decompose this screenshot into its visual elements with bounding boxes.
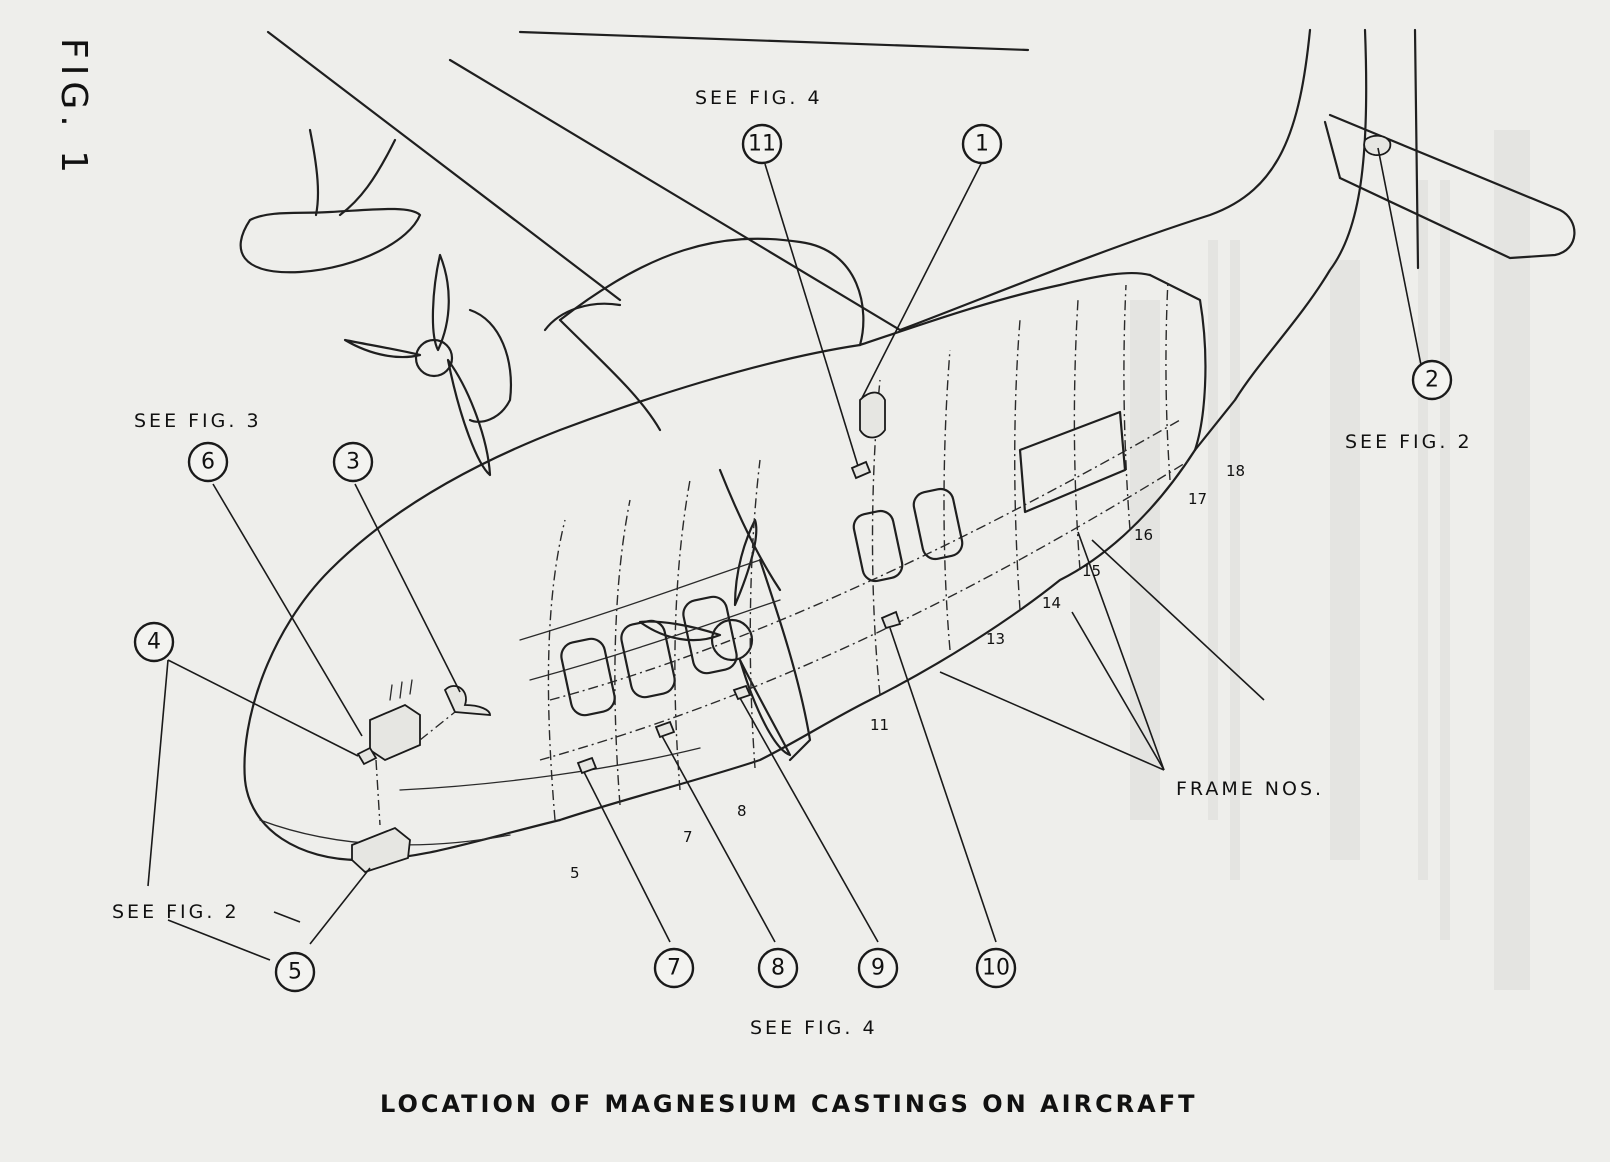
- ref-right: SEE FIG. 2: [1345, 431, 1473, 453]
- frame-number: 13: [986, 630, 1005, 648]
- casting-part-8: [654, 720, 676, 739]
- callout-3: 3: [332, 441, 374, 483]
- callout-10: 10: [975, 947, 1017, 989]
- callout-4-label: 4: [147, 630, 161, 655]
- casting-part-9: [732, 684, 752, 701]
- ref-bottom-left: SEE FIG. 2: [112, 901, 240, 923]
- reference-labels: SEE FIG. 4 SEE FIG. 3 SEE FIG. 2 SEE FIG…: [112, 87, 1473, 1039]
- callout-circles: 1 2 3 4 5 6 7 8 9 10 11: [133, 123, 1453, 993]
- callout-7: 7: [653, 947, 695, 989]
- callout-3-label: 3: [346, 450, 360, 475]
- casting-part-2: [1363, 134, 1392, 156]
- casting-part-5-box: [351, 826, 411, 874]
- callout-6-label: 6: [201, 450, 215, 475]
- callout-2-label: 2: [1425, 368, 1439, 393]
- callout-7-label: 7: [667, 956, 681, 981]
- callout-11-label: 11: [748, 132, 776, 157]
- frame-number: 18: [1226, 462, 1245, 480]
- bleed-through-texture: [1130, 130, 1530, 990]
- frame-label: FRAME NOS.: [1176, 778, 1324, 800]
- fuselage-frames: [519, 279, 1191, 821]
- casting-part-10: [880, 610, 902, 630]
- casting-part-7: [576, 756, 598, 775]
- callout-10-label: 10: [982, 956, 1010, 981]
- callout-5-label: 5: [288, 960, 302, 985]
- callout-11: 11: [741, 123, 783, 165]
- callout-9-label: 9: [871, 956, 885, 981]
- ref-left: SEE FIG. 3: [134, 410, 262, 432]
- cabin-windows: [560, 410, 1127, 717]
- callout-1-label: 1: [975, 132, 989, 157]
- callout-6: 6: [187, 441, 229, 483]
- aircraft-outline: [239, 28, 1576, 862]
- frame-number: 15: [1082, 562, 1101, 580]
- frame-number: 11: [870, 716, 889, 734]
- frame-number: 8: [737, 802, 747, 820]
- casting-part-3-linkage: [443, 685, 491, 716]
- leader-lines: [147, 147, 1423, 961]
- callout-8: 8: [757, 947, 799, 989]
- figure-label: FIG. 1: [53, 38, 94, 179]
- frame-numbers: 5 7 8 11 13 14 15 16 17 18: [570, 462, 1245, 882]
- casting-parts: [351, 134, 1392, 874]
- ref-top: SEE FIG. 4: [695, 87, 823, 109]
- frame-number: 14: [1042, 594, 1061, 612]
- frame-number: 17: [1188, 490, 1207, 508]
- callout-5: 5: [274, 951, 316, 993]
- callout-2: 2: [1411, 359, 1453, 401]
- frame-number: 5: [570, 864, 580, 882]
- callout-9: 9: [857, 947, 899, 989]
- casting-part-4: [356, 746, 378, 766]
- frame-number: 16: [1134, 526, 1153, 544]
- ref-bottom: SEE FIG. 4: [750, 1017, 878, 1039]
- callout-4: 4: [133, 621, 175, 663]
- casting-part-6-bracket: [369, 703, 421, 762]
- diagram-title: LOCATION OF MAGNESIUM CASTINGS ON AIRCRA…: [380, 1090, 1198, 1118]
- frame-number: 7: [683, 828, 693, 846]
- casting-part-11: [850, 460, 872, 480]
- callout-1: 1: [961, 123, 1003, 165]
- casting-part-1: [859, 391, 886, 439]
- callout-8-label: 8: [771, 956, 785, 981]
